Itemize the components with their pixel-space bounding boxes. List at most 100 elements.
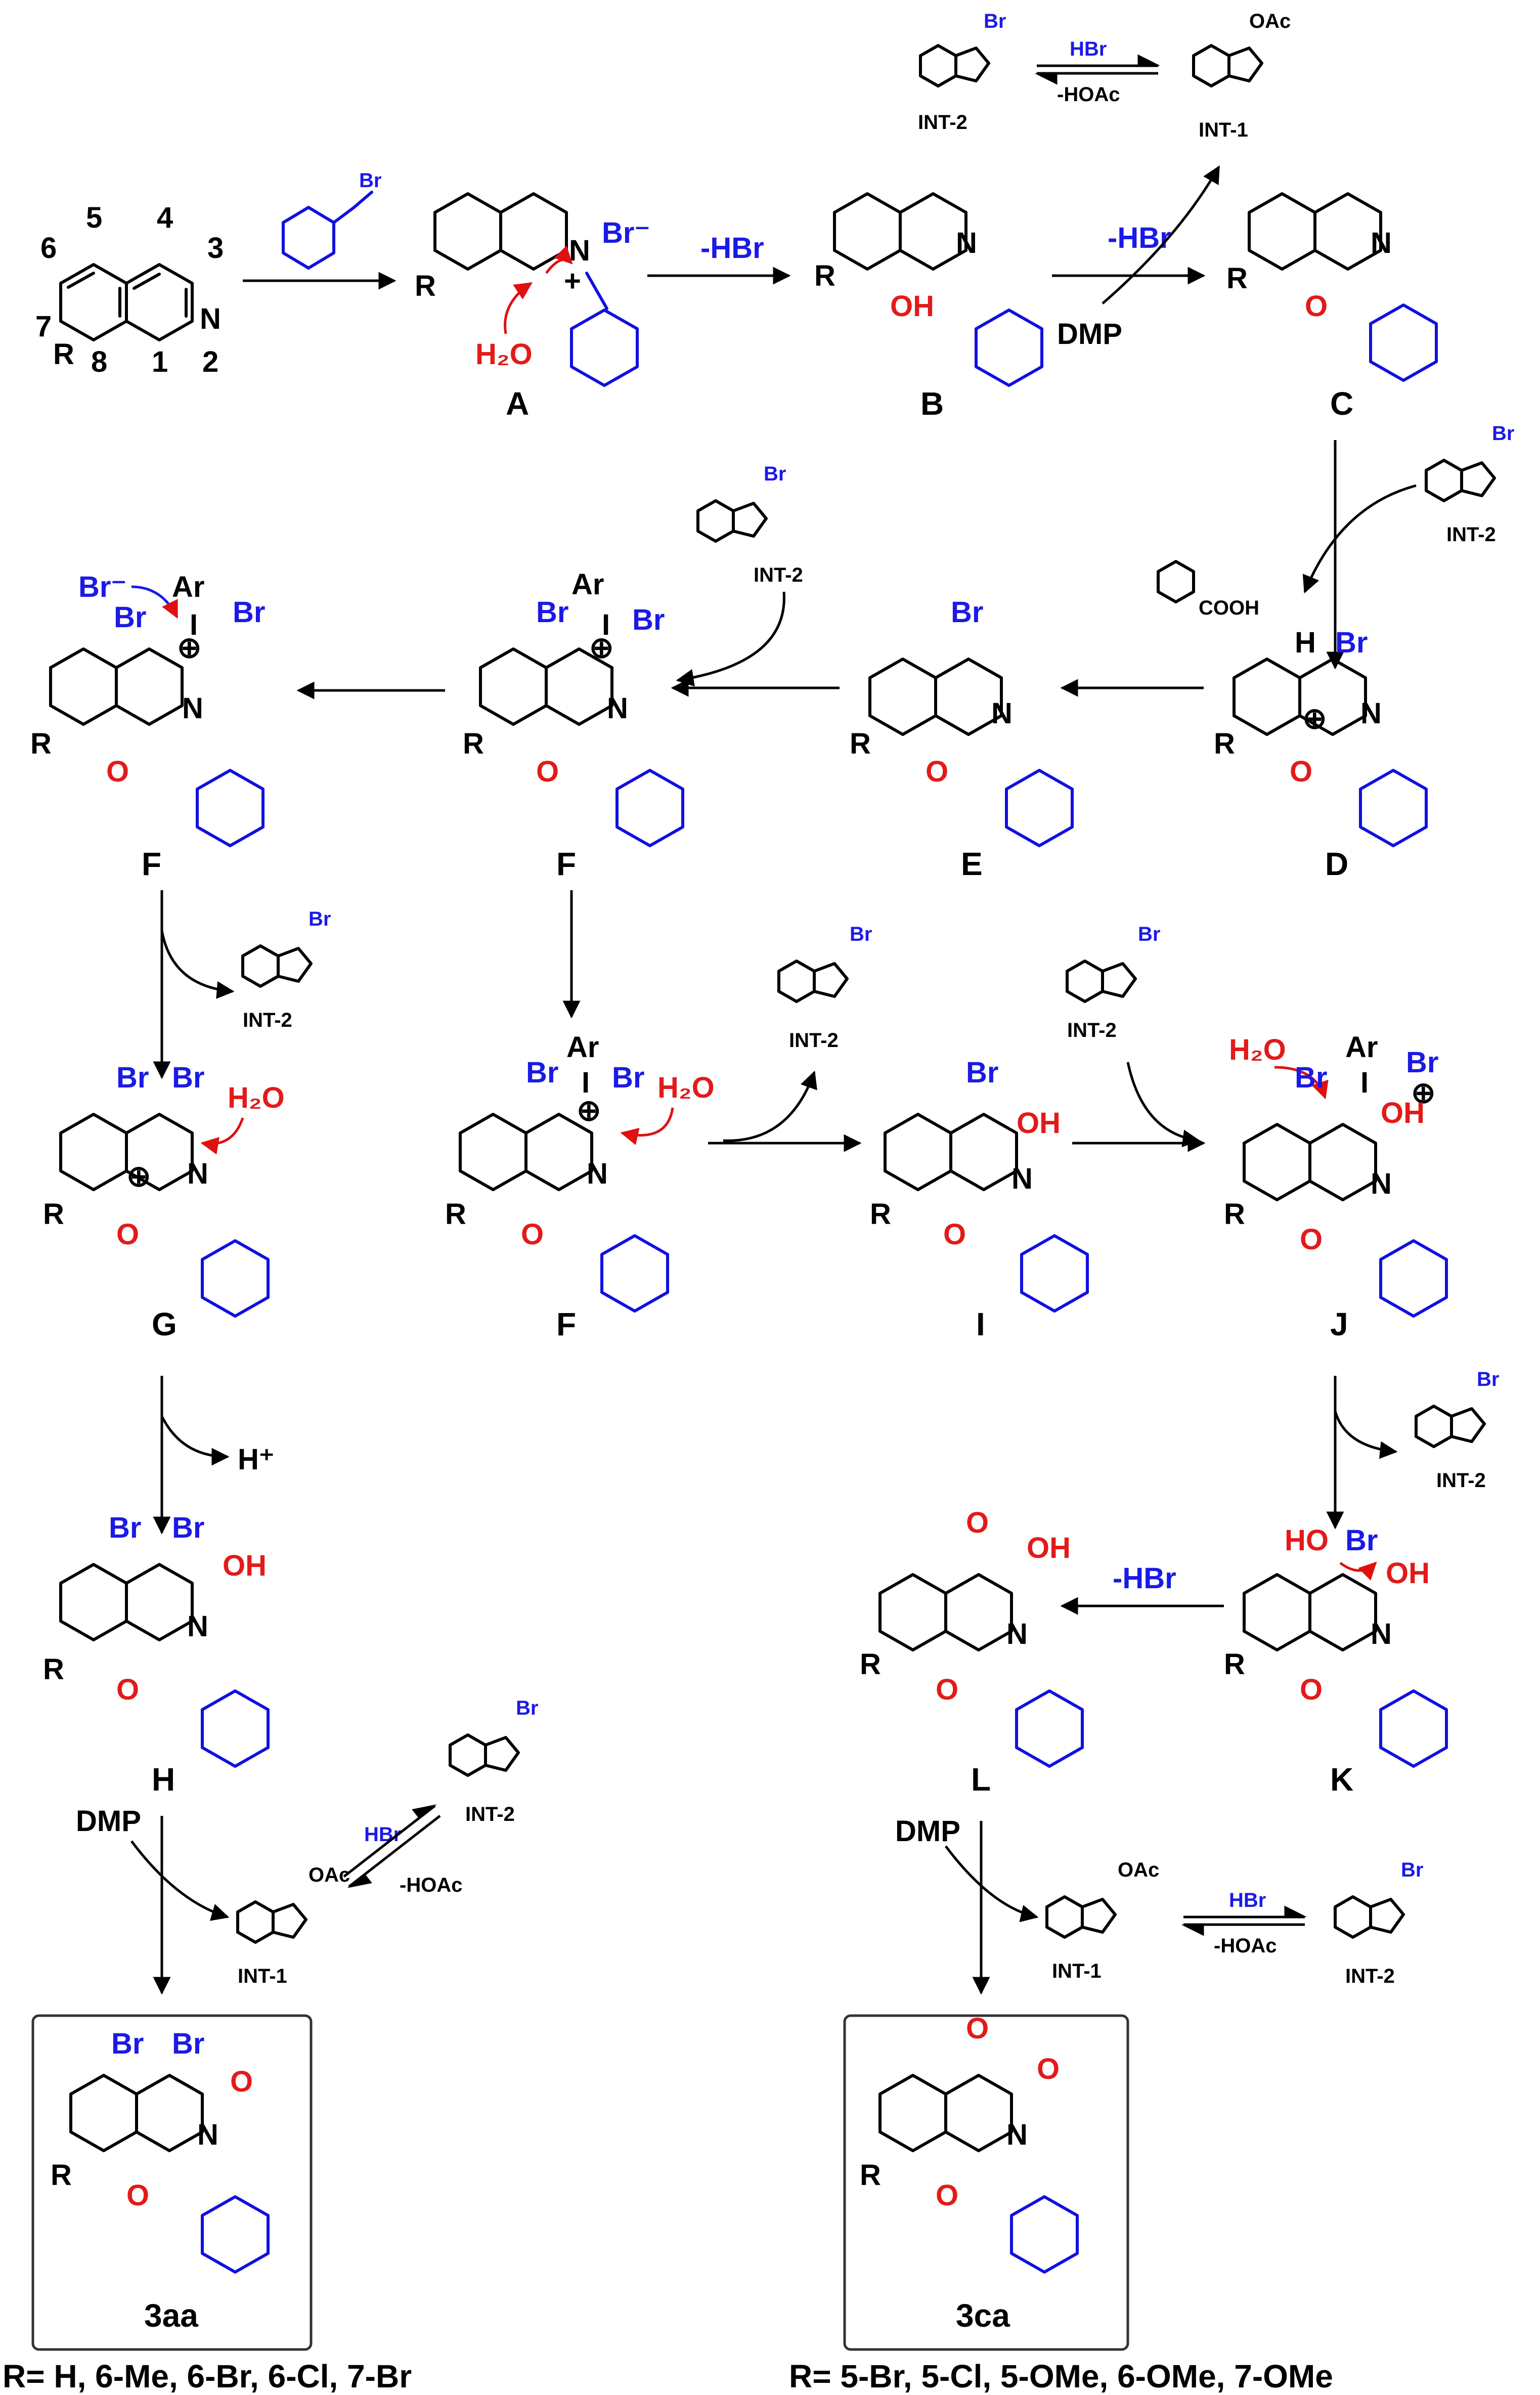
svg-text:Br: Br: [1345, 1524, 1378, 1557]
int2-row3-right: Br INT-2: [1066, 923, 1160, 1041]
num-5: 5: [86, 201, 102, 234]
isoquinoline-starting-material: N 1 2 3 4 5 6 7 8 R: [35, 201, 224, 378]
svg-text:R: R: [814, 259, 835, 292]
intermediate-F-bottom: Br Ar I Br H₂O ⊕ N R O F: [445, 1031, 715, 1342]
svg-text:H₂O: H₂O: [475, 338, 533, 371]
svg-text:OH: OH: [1381, 1097, 1425, 1129]
intermediate-J: H₂O Ar Br I Br ⊕ OH N R O J: [1224, 1031, 1448, 1342]
int2-row2: Br INT-2: [696, 463, 803, 586]
label-3ca: 3ca: [956, 2297, 1010, 2334]
svg-text:O: O: [936, 2179, 958, 2212]
int2-row3-left: Br INT-2: [241, 908, 331, 1031]
svg-text:INT-2: INT-2: [789, 1029, 839, 1052]
int2-row3-mid: Br INT-2: [777, 923, 872, 1052]
proton: H⁺: [238, 1443, 275, 1476]
intermediate-B: R N OH B: [814, 192, 1043, 422]
svg-text:Br: Br: [951, 596, 983, 629]
svg-text:Ar: Ar: [571, 568, 604, 601]
svg-text:INT-2: INT-2: [1436, 1469, 1486, 1492]
svg-text:N: N: [1360, 697, 1382, 730]
svg-text:INT-2: INT-2: [1446, 524, 1496, 546]
label-G: G: [152, 1306, 177, 1342]
svg-text:INT-1: INT-1: [1199, 119, 1248, 141]
svg-text:⊕: ⊕: [177, 631, 202, 664]
svg-text:INT-2: INT-2: [754, 564, 803, 586]
svg-text:Br⁻: Br⁻: [602, 216, 650, 249]
svg-text:Ar: Ar: [1345, 1031, 1378, 1064]
int1-top: OAc INT-1: [1192, 10, 1291, 141]
svg-text:O: O: [966, 1506, 989, 1539]
svg-text:N: N: [182, 692, 203, 725]
label-L: L: [971, 1761, 991, 1798]
svg-text:Br: Br: [111, 2027, 144, 2060]
reagent-DMP-right: DMP: [895, 1815, 960, 1848]
svg-text:O: O: [536, 755, 559, 788]
svg-text:Br: Br: [233, 596, 265, 629]
svg-text:R: R: [43, 1653, 64, 1686]
arrow-to-INT1-top: [1102, 165, 1220, 304]
svg-text:O: O: [1037, 2053, 1060, 2085]
svg-text:N: N: [587, 1157, 608, 1190]
svg-text:N: N: [1371, 1167, 1392, 1200]
product-3ca: O O N R O 3ca: [860, 2012, 1079, 2334]
svg-text:INT-1: INT-1: [1052, 1960, 1102, 1982]
svg-text:O: O: [926, 755, 948, 788]
int2-bottom-right: Br INT-2: [1334, 1859, 1423, 1987]
svg-text:INT-2: INT-2: [465, 1803, 515, 1825]
intermediate-L: O OH N R O L: [860, 1506, 1084, 1798]
reagent-DMP-left: DMP: [76, 1805, 141, 1838]
num-8: 8: [91, 345, 107, 378]
svg-text:INT-2: INT-2: [918, 111, 967, 134]
footnote-left: R= H, 6-Me, 6-Br, 6-Cl, 7-Br: [3, 2358, 412, 2394]
svg-text:H₂O: H₂O: [228, 1081, 285, 1114]
svg-text:N: N: [1371, 227, 1392, 259]
label-C: C: [1330, 385, 1353, 422]
svg-text:N: N: [1011, 1162, 1033, 1195]
label-K: K: [1330, 1761, 1353, 1798]
svg-text:Br: Br: [1406, 1046, 1438, 1079]
svg-text:Br: Br: [536, 596, 568, 629]
svg-text:OH: OH: [1027, 1532, 1071, 1564]
reagent-minus-hoac-left: -HOAc: [400, 1874, 462, 1896]
num-2: 2: [202, 345, 218, 378]
svg-text:H: H: [1295, 626, 1316, 659]
label-F-middle: F: [556, 846, 576, 882]
svg-text:O: O: [116, 1673, 139, 1706]
svg-text:O: O: [1305, 290, 1328, 323]
svg-text:R: R: [463, 727, 484, 760]
svg-text:I: I: [582, 1066, 590, 1099]
svg-text:Br⁻: Br⁻: [78, 571, 126, 603]
svg-text:O: O: [116, 1218, 139, 1251]
svg-text:Ar: Ar: [566, 1031, 599, 1064]
product-3aa: Br Br O N R O 3aa: [51, 2027, 270, 2334]
label-J: J: [1330, 1306, 1348, 1342]
reagent-DMP-1: DMP: [1057, 318, 1122, 351]
svg-text:R: R: [43, 1198, 64, 1231]
reagent-hbr-top: HBr: [1070, 38, 1107, 60]
svg-text:N: N: [607, 692, 628, 725]
svg-text:N: N: [956, 227, 977, 259]
svg-text:O: O: [1300, 1673, 1323, 1706]
label-I: I: [976, 1306, 985, 1342]
svg-text:R: R: [850, 727, 871, 760]
svg-text:N: N: [197, 2118, 218, 2151]
svg-text:H₂O: H₂O: [657, 1071, 715, 1104]
svg-text:N: N: [1006, 2118, 1028, 2151]
svg-text:Br: Br: [966, 1056, 998, 1089]
svg-text:N: N: [1371, 1618, 1392, 1650]
int2-bottom-left: Br INT-2: [449, 1697, 538, 1825]
label-D: D: [1325, 846, 1348, 882]
reagent-minus-hbr-2: -HBr: [1108, 222, 1171, 254]
svg-text:OH: OH: [890, 290, 934, 323]
svg-text:O: O: [521, 1218, 544, 1251]
num-6: 6: [40, 232, 57, 265]
iodobenzoic-acid: COOH: [1157, 560, 1259, 619]
svg-text:R: R: [1214, 727, 1235, 760]
svg-text:O: O: [1300, 1223, 1323, 1256]
svg-text:Br: Br: [1138, 923, 1160, 945]
reagent-hbr-right: HBr: [1229, 1889, 1266, 1911]
svg-text:INT-2: INT-2: [1067, 1019, 1117, 1041]
num-7: 7: [35, 310, 52, 343]
intermediate-C: R N O C: [1226, 192, 1438, 422]
